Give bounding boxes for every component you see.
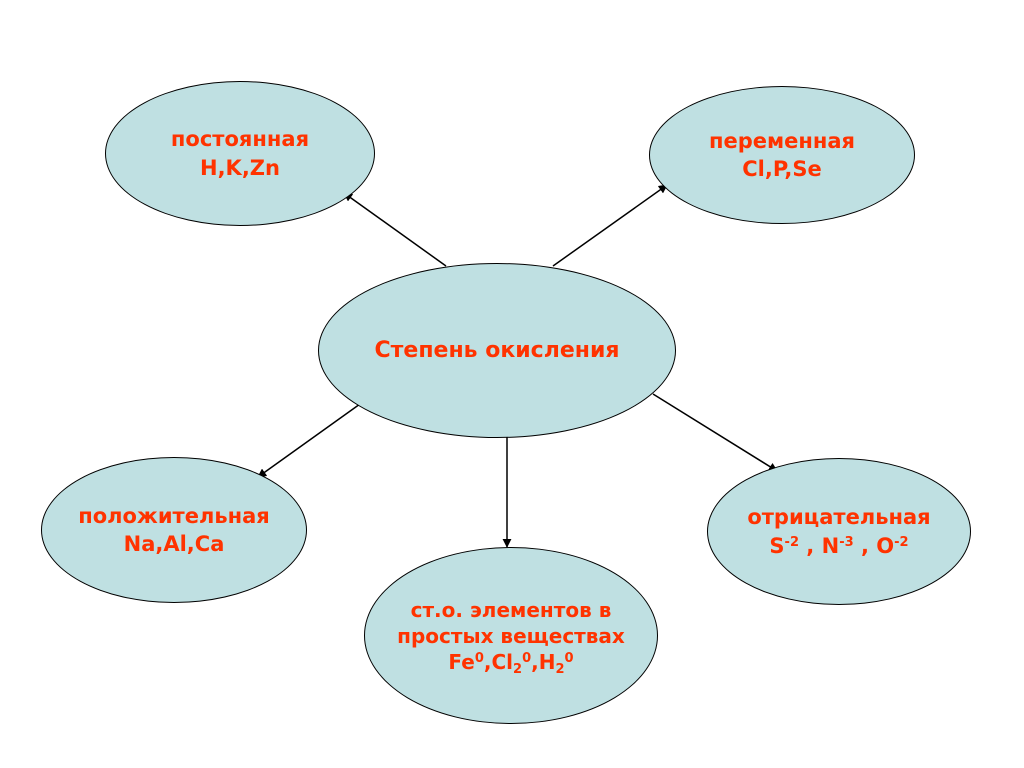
formula-fe: Fe0, xyxy=(448,649,492,674)
arrow-to-constant xyxy=(343,192,447,267)
node-simple-line2: простых веществах xyxy=(397,623,625,648)
formula-cl2: Cl20, xyxy=(491,649,539,677)
node-constant-label: постоянная xyxy=(170,127,310,152)
node-negative-examples: S-2 , N-3 , O-2 xyxy=(769,532,908,560)
node-variable-label: переменная xyxy=(708,128,856,153)
node-negative: отрицательная S-2 , N-3 , O-2 xyxy=(707,458,971,605)
node-constant-examples: H,K,Zn xyxy=(200,155,280,180)
node-positive-label: положительная xyxy=(78,503,270,528)
node-simple-line1: ст.о. элементов в xyxy=(410,597,612,622)
ion-s: S-2 , xyxy=(769,533,815,558)
node-oxidation-state: Степень окисления xyxy=(318,263,676,438)
ion-n: N-3 , xyxy=(821,533,869,558)
ion-o: O-2 xyxy=(876,533,909,558)
formula-h2: H20 xyxy=(538,649,574,677)
arrow-to-positive xyxy=(257,403,361,478)
arrow-to-negative xyxy=(652,393,778,472)
node-positive: положительная Na,Al,Ca xyxy=(41,457,307,603)
node-variable-examples: Cl,P,Se xyxy=(742,157,822,181)
arrow-to-variable xyxy=(552,184,668,267)
node-positive-examples: Na,Al,Ca xyxy=(123,532,225,556)
node-variable: переменная Cl,P,Se xyxy=(649,86,915,224)
node-negative-label: отрицательная xyxy=(747,505,931,530)
node-center-label: Степень окисления xyxy=(374,337,620,363)
node-simple-substances: ст.о. элементов в простых веществах Fe0,… xyxy=(364,547,658,724)
node-simple-formulas: Fe0,Cl20,H20 xyxy=(448,649,574,677)
node-constant: постоянная H,K,Zn xyxy=(105,81,375,226)
